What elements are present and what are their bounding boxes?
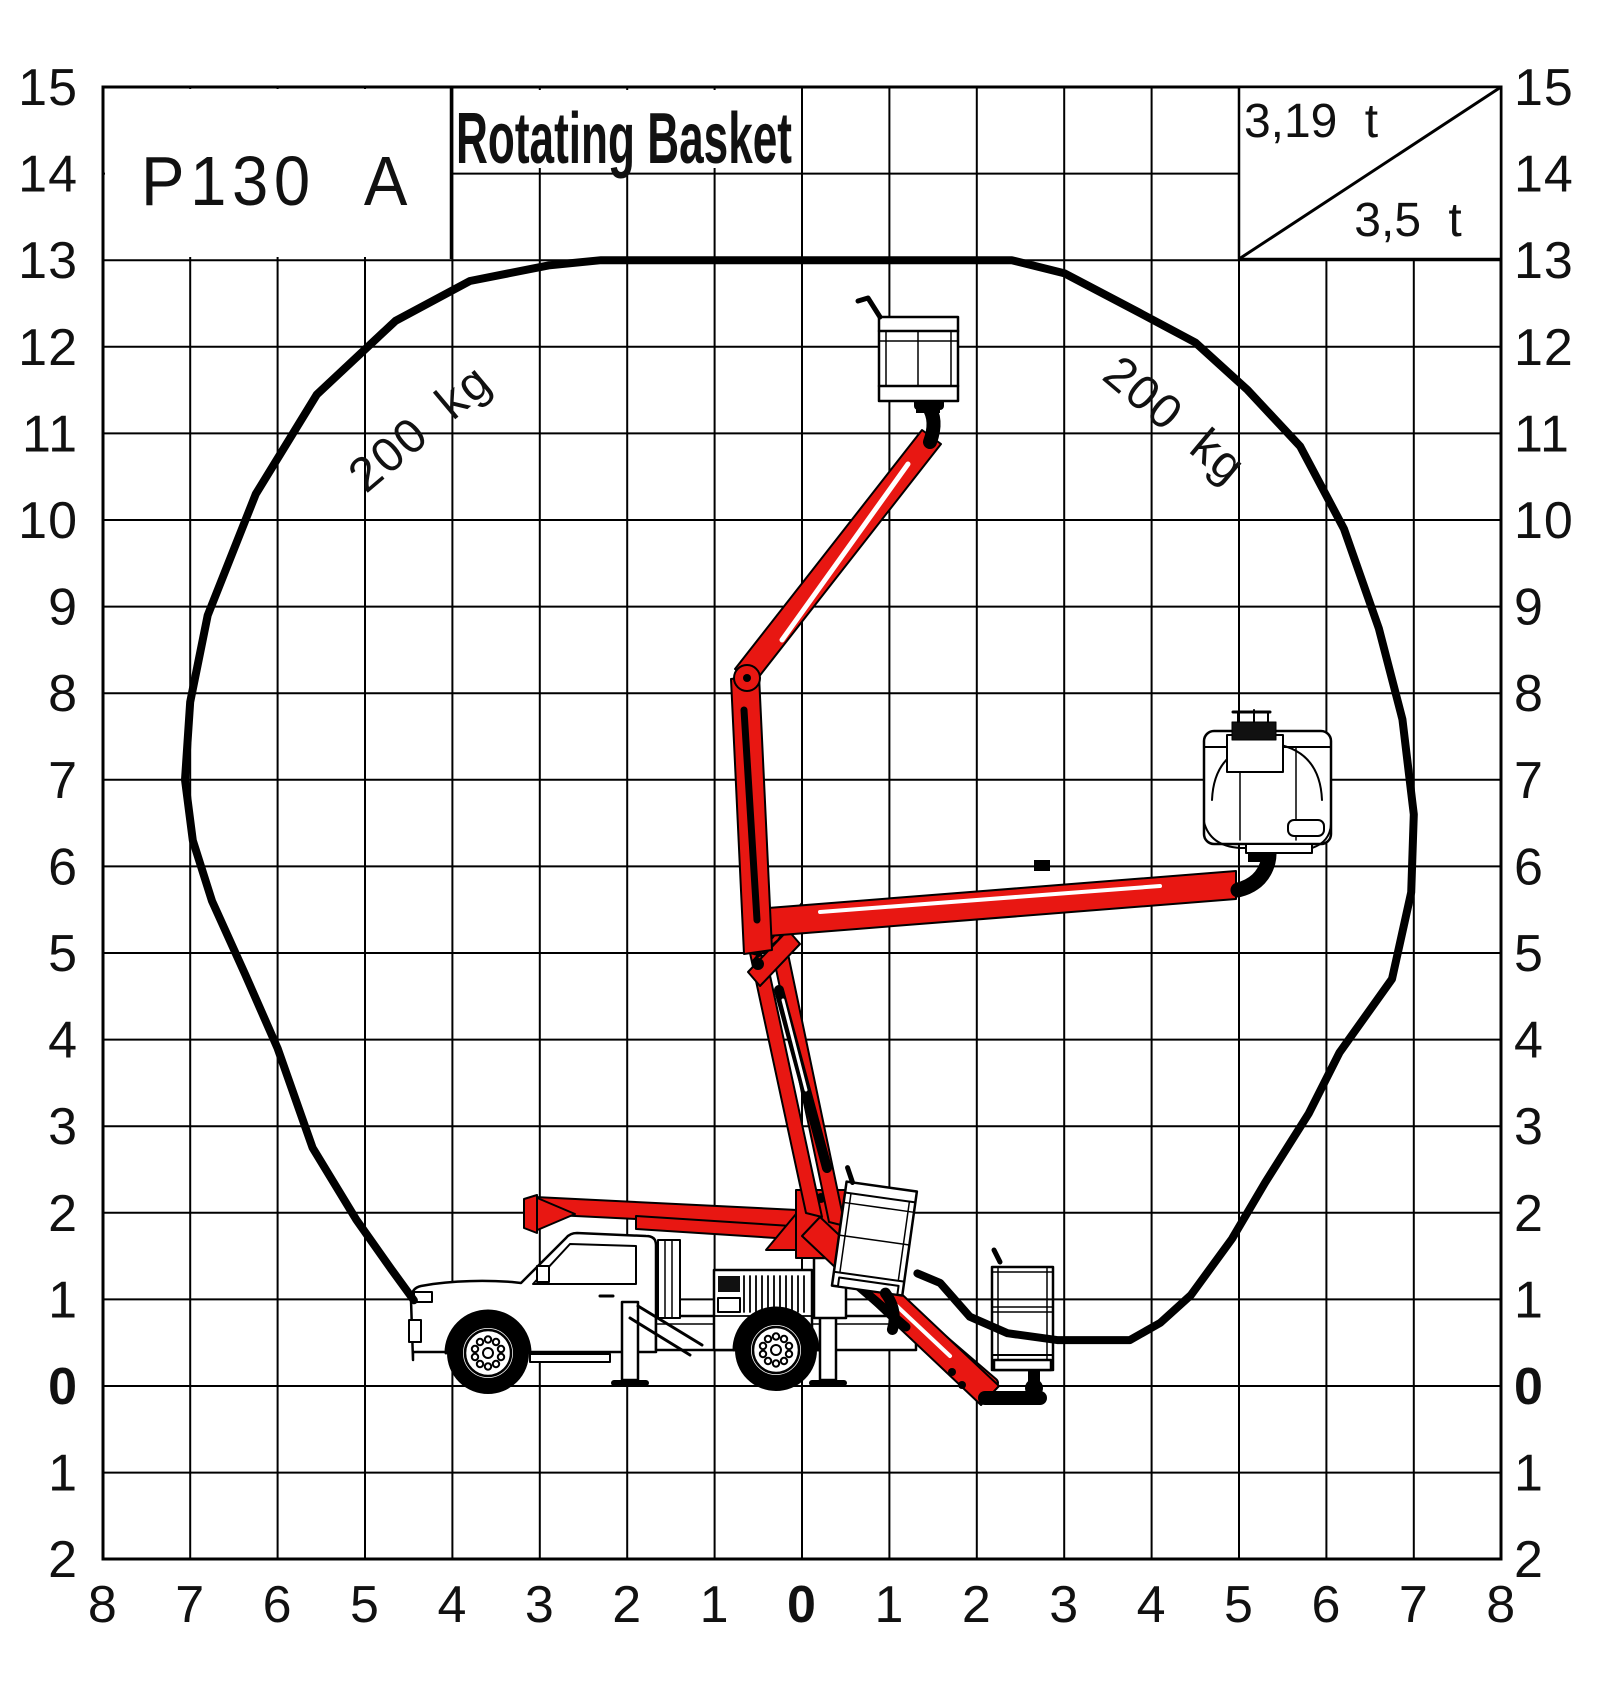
front-bumper [408,1319,422,1343]
title-backing [454,90,798,168]
front-outrigger [611,1300,704,1386]
axis-tick-label: 2 [48,1185,78,1243]
basket-top [855,295,960,413]
basket-mid [1202,709,1333,862]
axis-tick-label: 11 [1514,405,1570,463]
capacity-diagonal [1238,85,1502,261]
rear-wheel-arch [732,1306,820,1352]
riser-linkage [747,929,846,1227]
control-panel [718,1276,740,1292]
basket-lever [855,295,883,320]
basket-wrist [1025,1379,1043,1397]
axis-tick-label: 12 [1514,319,1574,377]
telescopic-arm [751,830,1277,963]
axis-tick-label: 7 [175,1576,205,1634]
axis-tick-label: 5 [48,925,78,983]
axis-tick-label: 7 [1399,1576,1429,1634]
axis-tick-label: 9 [1514,579,1544,637]
capacity-upper-label: 3,19 t [1244,95,1378,148]
axis-tick-label: 4 [1137,1576,1167,1634]
running-board [529,1353,611,1363]
axis-tick-label: 13 [18,232,78,290]
axis-tick-label: 4 [48,1012,78,1070]
plot-border [101,85,1503,1561]
axis-tick-label: 6 [263,1576,293,1634]
axis-tick-label: 1 [1514,1445,1544,1503]
working-envelope-curve [181,256,1418,1345]
axis-tick-label: 2 [1514,1531,1544,1589]
axis-tick-label: 5 [350,1576,380,1634]
truck [408,1231,918,1394]
rear-wheel [735,1309,817,1391]
truck-mounted-platform [408,295,1333,1406]
axis-tick-label: 2 [48,1531,78,1589]
axis-tick-label: 7 [48,752,78,810]
axis-tick-label: 12 [18,319,78,377]
axis-tick-label: 0 [787,1576,817,1634]
axis-tick-label: 4 [437,1576,467,1634]
capacity-lower-label: 3,5 t [1354,194,1461,247]
cab-window [532,1243,637,1285]
axis-tick-label: 15 [1514,59,1574,117]
axis-tick-label: 1 [48,1445,78,1503]
capacity-box [1237,85,1503,261]
axis-tick-label: 14 [18,146,78,204]
axis-tick-label: 6 [48,838,78,896]
axis-tick-label: 5 [1224,1576,1254,1634]
axis-tick-label: 1 [874,1576,904,1634]
axis-tick-label: 1 [48,1271,78,1329]
axis-tick-label: 14 [1514,146,1574,204]
mirror [536,1265,550,1283]
axis-tick-label: 11 [22,405,78,463]
axis-tick-label: 10 [1514,492,1574,550]
axis-tick-label: 2 [962,1576,992,1634]
upper-boom [730,396,944,955]
axis-tick-label: 6 [1311,1576,1341,1634]
axis-tick-label: 0 [48,1358,78,1416]
front-wheel-arch [444,1309,532,1355]
axis-tick-label: 8 [1486,1576,1516,1634]
load-label-left: 200 kg [339,354,502,503]
axis-tick-label: 6 [1514,838,1544,896]
axis-tick-label: 9 [48,579,78,637]
axis-tick-label: 1 [1514,1271,1544,1329]
load-label-right: 200 kg [1093,346,1256,495]
axis-tick-label: 8 [48,665,78,723]
axis-tick-label: 0 [1514,1358,1544,1416]
model-label: P130 A [141,142,413,220]
axis-tick-label: 8 [1514,665,1544,723]
axis-tick-label: 13 [1514,232,1574,290]
basket-control-box [1231,721,1277,741]
axis-tick-label: 15 [18,59,78,117]
axis-tick-label: 3 [1049,1576,1079,1634]
axis-tick-label: 10 [18,492,78,550]
basket-ground [990,1247,1055,1397]
axis-tick-label: 4 [1514,1012,1544,1070]
basket-rear [830,1165,919,1335]
axis-tick-label: 1 [700,1576,730,1634]
axis-tick-label: 2 [612,1576,642,1634]
axis-tick-label: 8 [88,1576,118,1634]
axis-tick-label: 3 [525,1576,555,1634]
axis-tick-label: 5 [1514,925,1544,983]
axis-tick-label: 3 [1514,1098,1544,1156]
diagram-title: Rotating Basket [456,99,792,179]
axis-tick-label: 7 [1514,752,1544,810]
axis-tick-label: 2 [1514,1185,1544,1243]
model-box [105,89,450,257]
front-wheel [447,1312,529,1394]
basket-rotator [916,401,940,413]
axis-tick-label: 3 [48,1098,78,1156]
headboard-rack [657,1239,681,1319]
